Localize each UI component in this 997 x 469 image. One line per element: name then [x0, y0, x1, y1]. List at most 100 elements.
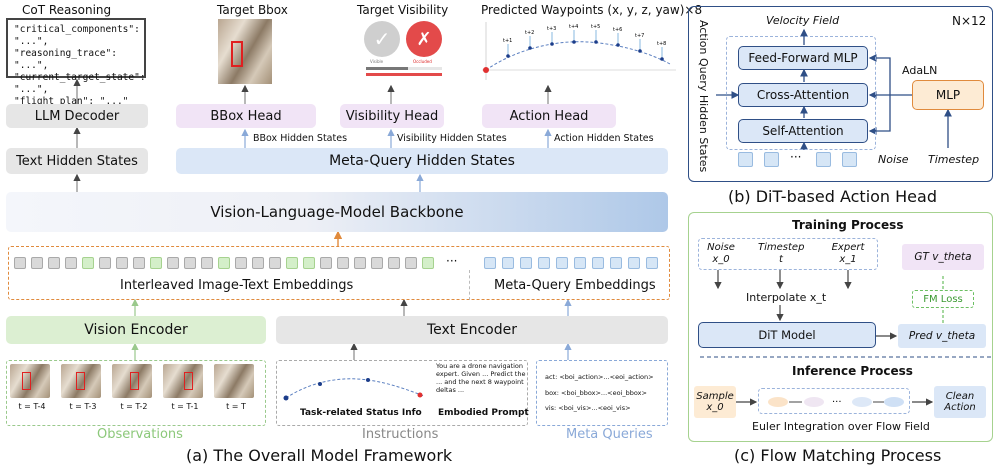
- noise-token: [842, 152, 857, 167]
- visible-label: Visible: [370, 59, 384, 64]
- waypoint-marker: [660, 57, 664, 61]
- svg-text:···: ···: [832, 397, 842, 408]
- caption-b: (b) DiT-based Action Head: [728, 187, 937, 206]
- frame-bbox: [130, 372, 139, 390]
- embedding-token: [14, 257, 26, 269]
- embedding-token: [99, 257, 111, 269]
- action-head: Action Head: [482, 104, 616, 128]
- euler-steps: ···: [768, 397, 904, 408]
- target-visibility-title: Target Visibility: [357, 3, 449, 17]
- cot-line: "flight_plan": "...": [14, 96, 129, 107]
- frame-bbox: [22, 372, 31, 390]
- embedding-token: [371, 257, 383, 269]
- occluded-cross-icon: ✗: [406, 21, 442, 57]
- timestep-input-line2: t: [779, 254, 783, 265]
- sample-line2: x_0: [706, 402, 724, 413]
- embedding-token: [337, 257, 349, 269]
- embeddings-divider: [469, 270, 470, 300]
- frame-label: t = T-1: [171, 402, 199, 411]
- fm-loss: FM Loss: [912, 290, 974, 308]
- llm-decoder: LLM Decoder: [6, 104, 148, 128]
- waypoint-label: t+7: [635, 33, 644, 39]
- instructions-label: Instructions: [362, 427, 439, 442]
- adaln-label: AdaLN: [902, 64, 938, 77]
- embedding-token: [405, 257, 417, 269]
- euler-steps-box: [758, 388, 910, 414]
- bbox-hidden-label: BBox Hidden States: [253, 133, 348, 144]
- target-bbox-title: Target Bbox: [217, 3, 288, 17]
- bbox-rectangle: [231, 41, 243, 67]
- noise-token: [816, 152, 831, 167]
- occluded-label: Occluded: [413, 59, 432, 64]
- embedding-token: [31, 257, 43, 269]
- dit-model: DiT Model: [698, 322, 876, 348]
- clean-action: Clean Action: [934, 386, 986, 418]
- sample-x0: Sample x_0: [694, 386, 736, 418]
- embedding-token: [422, 257, 434, 269]
- prompt-text: You are a drone navigation expert. Given…: [436, 362, 526, 394]
- bbox-head: BBox Head: [176, 104, 316, 128]
- gt-v-theta: GT v_theta: [902, 244, 984, 270]
- embedding-token: [201, 257, 213, 269]
- waypoint-label: t+5: [591, 24, 600, 30]
- noise-input-line1: Noise: [707, 242, 735, 253]
- repeat-box: [726, 36, 876, 150]
- meta-queries-label: Meta Queries: [566, 427, 653, 442]
- observation-frame: [214, 364, 254, 398]
- euler-label: Euler Integration over Flow Field: [752, 420, 930, 433]
- expert-input-line1: Expert: [831, 242, 865, 253]
- clean-line1: Clean: [945, 391, 975, 402]
- meta-query-token: [538, 257, 550, 269]
- frame-label: t = T-3: [69, 402, 97, 411]
- frame-bbox: [184, 372, 193, 390]
- timestep-input: Timestep t: [758, 242, 804, 266]
- meta-query-token: [520, 257, 532, 269]
- embedding-token: [65, 257, 77, 269]
- waypoint-marker: [594, 40, 598, 44]
- expert-input-line2: x_1: [839, 254, 857, 265]
- meta-query-token: [484, 257, 496, 269]
- meta-embeddings-label: Meta-Query Embeddings: [494, 278, 656, 293]
- meta-query-token: [574, 257, 586, 269]
- expert-input: Expert x_1: [826, 242, 870, 266]
- text-encoder: Text Encoder: [276, 316, 668, 344]
- meta-query-token: [556, 257, 568, 269]
- noise-token: [738, 152, 753, 167]
- mlp-box: MLP: [912, 80, 984, 110]
- waypoint-label: t+6: [613, 27, 622, 33]
- noise-ellipsis: ···: [790, 150, 802, 164]
- frame-label: t = T-4: [18, 402, 46, 411]
- waypoint-label: t+4: [569, 24, 578, 30]
- embodied-prompt-label: Embodied Prompt: [438, 408, 529, 418]
- waypoint-marker: [550, 42, 554, 46]
- meta-query-token: [646, 257, 658, 269]
- waypoints-title: Predicted Waypoints (x, y, z, yaw)×8: [481, 3, 703, 17]
- interleaved-label: Interleaved Image-Text Embeddings: [120, 278, 354, 293]
- waypoint-label: t+8: [657, 41, 666, 47]
- panel-a: CoT Reasoning "critical_components": "..…: [6, 3, 702, 465]
- embedding-token: [388, 257, 400, 269]
- waypoint-label: t+2: [525, 30, 534, 36]
- token-row: [14, 257, 664, 271]
- vision-encoder: Vision Encoder: [6, 316, 266, 344]
- noise-input-line2: x_0: [712, 254, 730, 265]
- caption-a: (a) The Overall Model Framework: [186, 446, 453, 465]
- training-title: Training Process: [792, 218, 904, 232]
- embedding-token: [303, 257, 315, 269]
- meta-query-vis: vis: <boi_vis>...<eoi_vis>: [545, 404, 631, 412]
- cross-attention: Cross-Attention: [738, 83, 868, 107]
- timestep-input-line1: Timestep: [758, 242, 805, 253]
- embedding-token: [167, 257, 179, 269]
- token-ellipsis: ···: [446, 254, 458, 268]
- embedding-token: [320, 257, 332, 269]
- waypoint-marker: [572, 40, 576, 44]
- frame-bbox: [76, 372, 85, 390]
- waypoint-marker: [506, 54, 510, 58]
- repeat-label: N×12: [952, 14, 987, 28]
- cot-line: "current_target_state": "...",: [14, 72, 146, 95]
- text-hidden-states: Text Hidden States: [6, 148, 148, 174]
- pred-v-theta: Pred v_theta: [898, 324, 986, 348]
- frame-label: t = T-2: [120, 402, 148, 411]
- waypoint-marker: [638, 49, 642, 53]
